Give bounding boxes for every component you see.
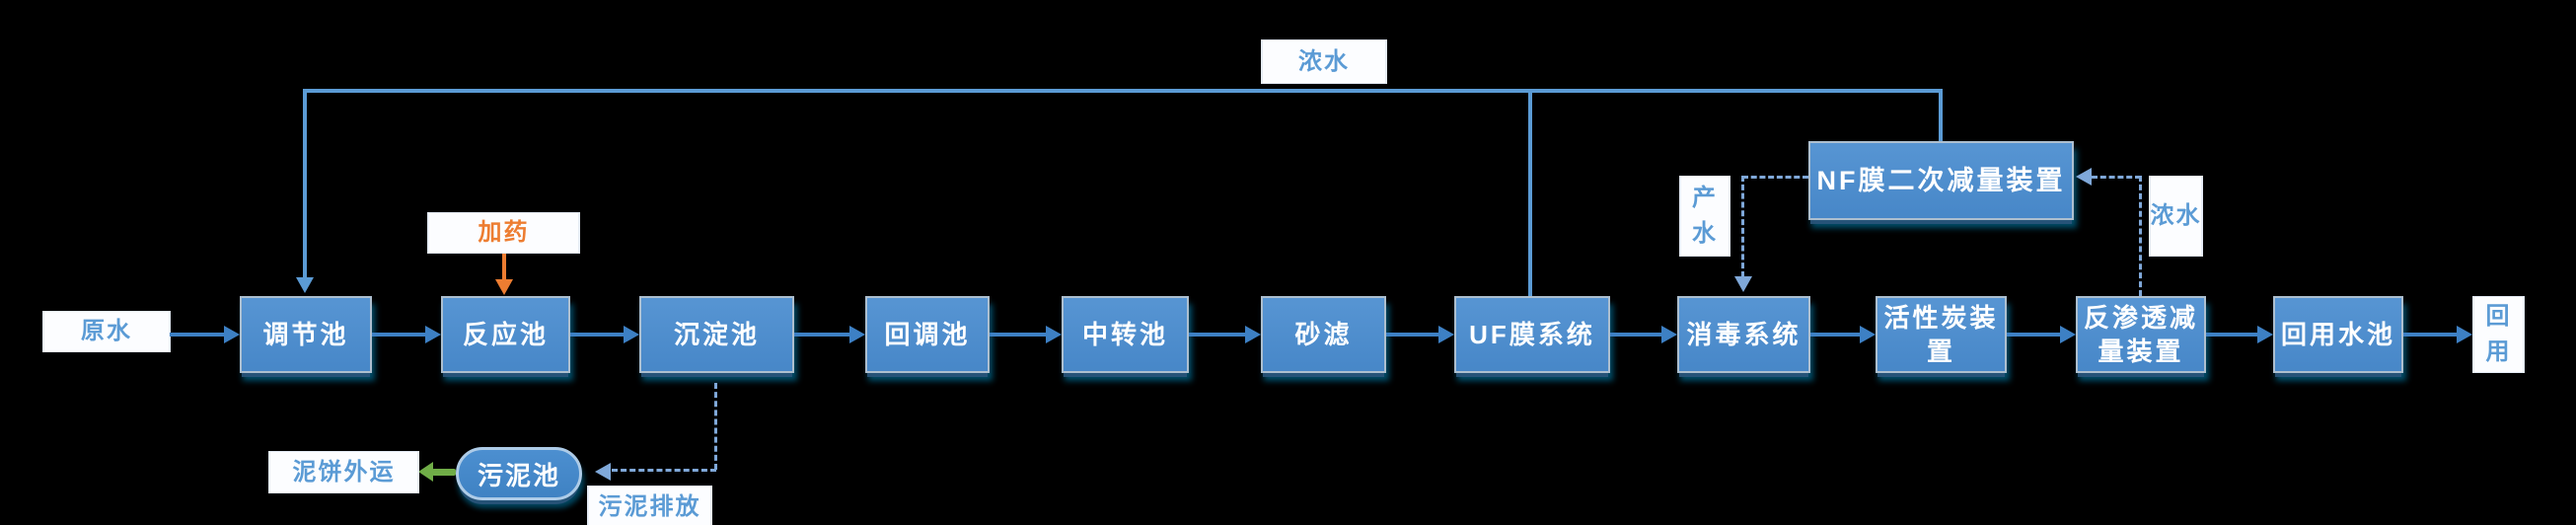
flow-arrow-shaft (372, 333, 425, 337)
raw-water-label: 原水 (42, 311, 171, 352)
node-transfer-tank: 中转池 (1062, 296, 1189, 373)
uf-membrane-text: UF膜系统 (1469, 320, 1595, 349)
node-uf-membrane-system: UF膜系统 (1454, 296, 1610, 373)
sludge-tank-text: 污泥池 (477, 460, 560, 490)
sludge-discharge-label: 污泥排放 (587, 486, 712, 525)
dosing-label: 加药 (427, 212, 580, 254)
sludge-discharge-dash-v (714, 383, 717, 470)
transfer-tank-text: 中转池 (1081, 320, 1168, 349)
flow-arrowhead (2457, 326, 2472, 343)
sludge-cake-out-label: 泥饼外运 (268, 451, 419, 493)
ro-concentrate-dash-h (2092, 176, 2141, 179)
sludge-cake-arrow-shaft (432, 469, 456, 476)
flow-arrow-shaft (1386, 333, 1438, 337)
node-ro-reduction-unit: 反渗透减量装置 (2076, 296, 2206, 373)
arrowhead-into-nf-unit (2076, 168, 2092, 186)
nf-unit-text: NF膜二次减量装置 (1816, 166, 2066, 195)
ro-concentrate-dash-v (2139, 176, 2142, 296)
uf-concentrate-riser-line (1528, 89, 1532, 297)
node-reaction-tank: 反应池 (441, 296, 570, 373)
flow-arrowhead (1046, 326, 1062, 343)
flow-arrowhead (1661, 326, 1677, 343)
arrowhead-into-sludge-tank (595, 463, 611, 481)
sludge-discharge-dash-h (612, 469, 716, 472)
raw-water-text: 原水 (81, 318, 132, 344)
activated-carbon-text: 活性炭装置 (1883, 303, 1999, 366)
node-disinfection-system: 消毒系统 (1677, 296, 1810, 373)
reuse-label: 回用 (2472, 296, 2525, 373)
sludge-discharge-text: 污泥排放 (598, 492, 701, 520)
flow-arrow-shaft (2206, 333, 2257, 337)
node-sand-filter: 砂滤 (1261, 296, 1386, 373)
sand-filter-text: 砂滤 (1294, 320, 1353, 349)
flow-arrowhead (2257, 326, 2273, 343)
dosing-arrow-shaft (502, 254, 506, 280)
sedimentation-tank-text: 沉淀池 (673, 320, 760, 349)
nf-product-water-dash-h (1742, 176, 1808, 179)
flow-arrowhead (425, 326, 441, 343)
flow-arrow-shaft (570, 333, 624, 337)
nf-product-water-dash-v (1741, 176, 1744, 277)
node-sedimentation-tank: 沉淀池 (639, 296, 794, 373)
flow-arrowhead (849, 326, 865, 343)
flow-arrow-shaft (2403, 333, 2457, 337)
dosing-arrowhead (495, 279, 513, 295)
flow-arrow-shaft (794, 333, 849, 337)
disinfection-text: 消毒系统 (1686, 320, 1802, 349)
flow-arrowhead (624, 326, 639, 343)
node-readjust-tank: 回调池 (865, 296, 990, 373)
sludge-cake-out-text: 泥饼外运 (292, 458, 396, 486)
flow-arrow-shaft (2007, 333, 2060, 337)
concentrate-return-hline (305, 89, 1943, 93)
readjust-tank-text: 回调池 (884, 320, 971, 349)
reuse-water-tank-text: 回用水池 (2280, 320, 2395, 349)
product-water-text: 产水 (1692, 185, 1718, 247)
reaction-tank-text: 反应池 (462, 320, 549, 349)
node-reuse-water-tank: 回用水池 (2273, 296, 2403, 373)
reuse-text: 回用 (2485, 303, 2512, 365)
node-sludge-tank: 污泥池 (456, 447, 582, 500)
flow-arrow-shaft (1610, 333, 1661, 337)
ro-reduction-text: 反渗透减量装置 (2084, 303, 2199, 366)
arrowhead-into-regulating-tank (296, 277, 314, 293)
node-regulating-tank: 调节池 (240, 296, 372, 373)
flow-arrowhead (2060, 326, 2076, 343)
regulating-tank-text: 调节池 (262, 320, 349, 349)
flow-arrow-shaft (1189, 333, 1245, 337)
flow-arrowhead (1438, 326, 1454, 343)
concentrate-drop-to-regulating-line (303, 89, 307, 278)
flow-arrow-shaft (990, 333, 1046, 337)
nf-concentrate-riser-line (1939, 89, 1943, 143)
flow-arrowhead (1860, 326, 1876, 343)
flow-arrow-shaft (1810, 333, 1860, 337)
flow-arrowhead (224, 326, 240, 343)
node-activated-carbon-unit: 活性炭装置 (1876, 296, 2007, 373)
dosing-text: 加药 (478, 219, 530, 246)
concentrate-right-text: 浓水 (2150, 202, 2202, 229)
concentrate-top-text: 浓水 (1298, 47, 1350, 75)
concentrate-top-label: 浓水 (1261, 39, 1387, 84)
flow-arrowhead (1245, 326, 1261, 343)
flow-arrow-shaft (170, 333, 224, 337)
node-nf-secondary-reduction-unit: NF膜二次减量装置 (1808, 141, 2074, 220)
product-water-label: 产水 (1679, 176, 1730, 257)
sludge-cake-arrowhead (418, 462, 433, 482)
concentrate-right-label: 浓水 (2149, 176, 2203, 257)
arrowhead-into-disinfection (1734, 276, 1752, 292)
